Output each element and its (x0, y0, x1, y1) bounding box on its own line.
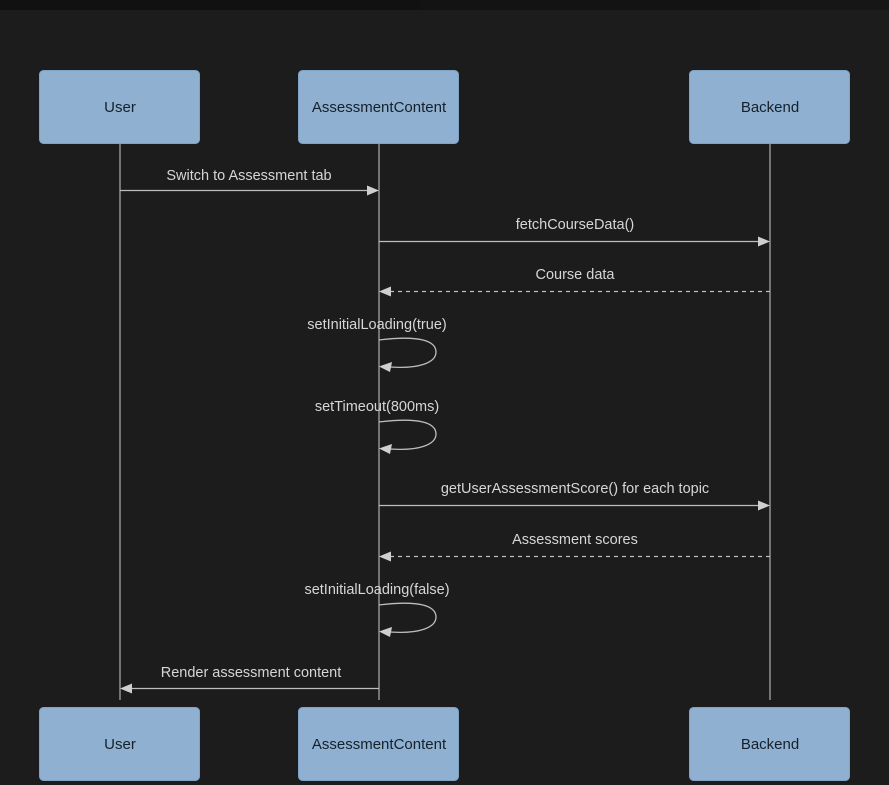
arrowhead-left-icon (379, 362, 392, 372)
message-set-initial-loading-false[interactable]: setInitialLoading(false) (304, 582, 450, 637)
participant-user-bottom[interactable]: User (39, 707, 200, 781)
message-render-assessment-content[interactable]: Render assessment content (120, 665, 379, 694)
participant-box[interactable] (298, 70, 459, 144)
participant-assessment-bottom[interactable]: AssessmentContent (298, 707, 459, 781)
arrowhead-left-icon (379, 551, 391, 562)
arrowhead-left-icon (379, 286, 391, 297)
message-label: Render assessment content (161, 665, 342, 681)
self-loop-path (378, 337, 437, 369)
message-label: getUserAssessmentScore() for each topic (441, 481, 709, 497)
participant-box[interactable] (39, 707, 200, 781)
participant-label: User (104, 736, 136, 753)
participant-label: Backend (741, 736, 799, 753)
arrowhead-right-icon (758, 500, 770, 511)
arrowhead-left-icon (379, 627, 392, 637)
window-chrome-strip (0, 0, 889, 10)
chrome-strip-left-segment (0, 0, 420, 10)
arrowhead-left-icon (120, 683, 132, 694)
chrome-strip-right-segment (760, 0, 889, 10)
diagram-canvas: User AssessmentContent Backend User (0, 10, 889, 785)
participant-backend-bottom[interactable]: Backend (689, 707, 850, 781)
sequence-diagram-svg: User AssessmentContent Backend User (39, 70, 850, 781)
participant-box[interactable] (689, 70, 850, 144)
message-label: Switch to Assessment tab (166, 168, 331, 184)
message-set-initial-loading-true[interactable]: setInitialLoading(true) (307, 317, 447, 372)
message-label: setInitialLoading(true) (307, 317, 446, 333)
message-label: Course data (536, 267, 616, 283)
participant-box[interactable] (298, 707, 459, 781)
participant-assessment-top[interactable]: AssessmentContent (298, 70, 459, 144)
participants-top: User AssessmentContent Backend (39, 70, 850, 144)
participant-backend-top[interactable]: Backend (689, 70, 850, 144)
message-switch-to-assessment-tab[interactable]: Switch to Assessment tab (120, 168, 379, 196)
message-label: fetchCourseData() (516, 217, 634, 233)
participant-label: AssessmentContent (312, 99, 447, 116)
participant-label: AssessmentContent (312, 736, 447, 753)
message-course-data[interactable]: Course data (379, 267, 770, 297)
participant-label: Backend (741, 99, 799, 116)
participant-label: User (104, 99, 136, 116)
message-set-timeout[interactable]: setTimeout(800ms) (315, 399, 439, 454)
participant-box[interactable] (39, 70, 200, 144)
message-label: setInitialLoading(false) (304, 582, 449, 598)
lifelines-group (119, 133, 771, 700)
arrowhead-right-icon (367, 185, 379, 196)
arrowhead-right-icon (758, 236, 770, 247)
participant-box[interactable] (689, 707, 850, 781)
participants-bottom: User AssessmentContent Backend (39, 707, 850, 781)
message-label: Assessment scores (512, 532, 638, 548)
message-fetch-course-data[interactable]: fetchCourseData() (379, 217, 770, 247)
message-label: setTimeout(800ms) (315, 399, 439, 415)
self-loop-path (378, 602, 437, 634)
message-assessment-scores[interactable]: Assessment scores (379, 532, 770, 562)
self-loop-path (378, 419, 437, 451)
message-get-user-assessment-score[interactable]: getUserAssessmentScore() for each topic (379, 481, 770, 511)
participant-user-top[interactable]: User (39, 70, 200, 144)
arrowhead-left-icon (379, 444, 392, 454)
